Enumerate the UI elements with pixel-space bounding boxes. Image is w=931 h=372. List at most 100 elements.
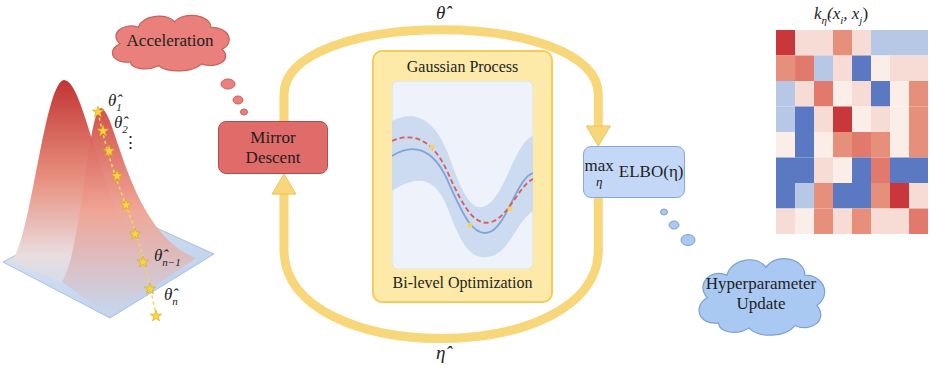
heatmap-cell [909,56,928,82]
heatmap-cell [833,30,852,56]
heatmap-cell [909,183,928,209]
heatmap-cell [795,81,814,107]
heatmap-cell [795,30,814,56]
heatmap-cell [852,209,871,235]
edge-label: η̂ [433,343,448,364]
heatmap-cell [890,107,909,133]
heatmap-cell [890,132,909,158]
kernel-heatmap [776,30,929,236]
heatmap-cell [776,132,795,158]
heatmap-cell [814,56,833,82]
heatmap-cell [814,158,833,184]
heatmap-cell [909,209,928,235]
label-part: θ̂ [108,91,116,110]
heatmap-cell [814,30,833,56]
gp-panel: Gaussian Process Bi-level Optimization [372,50,553,303]
heatmap-cell [871,158,890,184]
label-part: , x [843,4,859,23]
heatmap-cell [871,30,890,56]
heatmap-cell [833,209,852,235]
objective-box: maxηELBO(η) [583,146,685,198]
heatmap-cell [833,56,852,82]
label-part: ) [862,4,868,23]
label-part: i [840,14,843,26]
kernel-label: kη̂(xi, xj) [814,5,868,26]
iterate-stars [92,106,161,321]
heatmap-cell [852,107,871,133]
label-part: θ̂ [114,113,122,132]
node-text: Hyperparameter Update [706,274,816,313]
heatmap-cell [776,158,795,184]
objective-operator: maxη [585,156,614,189]
objective-row: maxηELBO(η) [585,156,684,189]
heatmap-cell [890,209,909,235]
iterate-label: θ̂n−1 [154,247,181,268]
iterate-label: θ̂n [164,286,178,307]
label-part: η̂ [822,14,827,26]
heatmap-cell [814,107,833,133]
cloud-shape [112,15,229,71]
plot-holder [392,81,533,269]
heatmap-cell [833,81,852,107]
iterate-label: θ̂2 [114,114,128,135]
heatmap-cell [795,132,814,158]
panel-title: Gaussian Process [407,58,519,76]
arrow-head [272,174,296,194]
heatmap-cell [795,183,814,209]
heatmap-cell [833,183,852,209]
heatmap-cell [890,56,909,82]
descent-path [98,112,156,316]
label-part: (x [827,4,840,23]
heatmap-cell [833,132,852,158]
heatmap-cell [814,132,833,158]
heatmap-cell [909,158,928,184]
label-part: θ̂ [164,285,172,304]
label-part: ⋮ [122,133,139,152]
heatmap-cell [833,107,852,133]
thought-cloud: Acceleration [102,9,238,73]
thought-bubbles-red [221,79,248,115]
heatmap-cell [814,183,833,209]
heatmap-cell [795,56,814,82]
label-part: k [814,4,822,23]
objective-text: ELBO(η) [619,162,684,182]
heatmap-cell [852,56,871,82]
thought-bubbles-blue [661,209,696,246]
heatmap-cell [852,30,871,56]
heatmap-cell [909,81,928,107]
heatmap-cell [909,30,928,56]
heatmap-cell [890,30,909,56]
heatmap-cell [814,81,833,107]
heatmap-cell [909,132,928,158]
edge-label: θ̂ [433,3,448,24]
node-text: Acceleration [127,31,214,51]
heatmap-cell [871,81,890,107]
heatmap-cell [871,132,890,158]
heatmap-cell [852,183,871,209]
panel-caption: Bi-level Optimization [393,274,533,292]
label-part: θ̂ [154,246,162,265]
thought-cloud: Hyperparameter Update [688,250,834,338]
label-part: 1 [116,101,122,113]
heatmap-cell [776,56,795,82]
heatmap-cell [776,107,795,133]
heatmap-cell [890,183,909,209]
node-text: Mirror Descent [227,128,319,167]
heatmap-cell [814,209,833,235]
peak-right [62,108,196,316]
heatmap-cell [909,107,928,133]
heatmap-cell [776,183,795,209]
label-part: j [859,14,862,26]
ellipsis: ⋮ [122,134,139,151]
heatmap-cell [852,158,871,184]
heatmap-cell [776,30,795,56]
heatmap-cell [833,158,852,184]
heatmap-cell [890,158,909,184]
heatmap-cell [795,107,814,133]
process-box: Mirror Descent [218,121,328,174]
gp-plot [392,81,533,269]
label-part: n−1 [162,256,180,268]
operator-text: max [585,156,614,176]
